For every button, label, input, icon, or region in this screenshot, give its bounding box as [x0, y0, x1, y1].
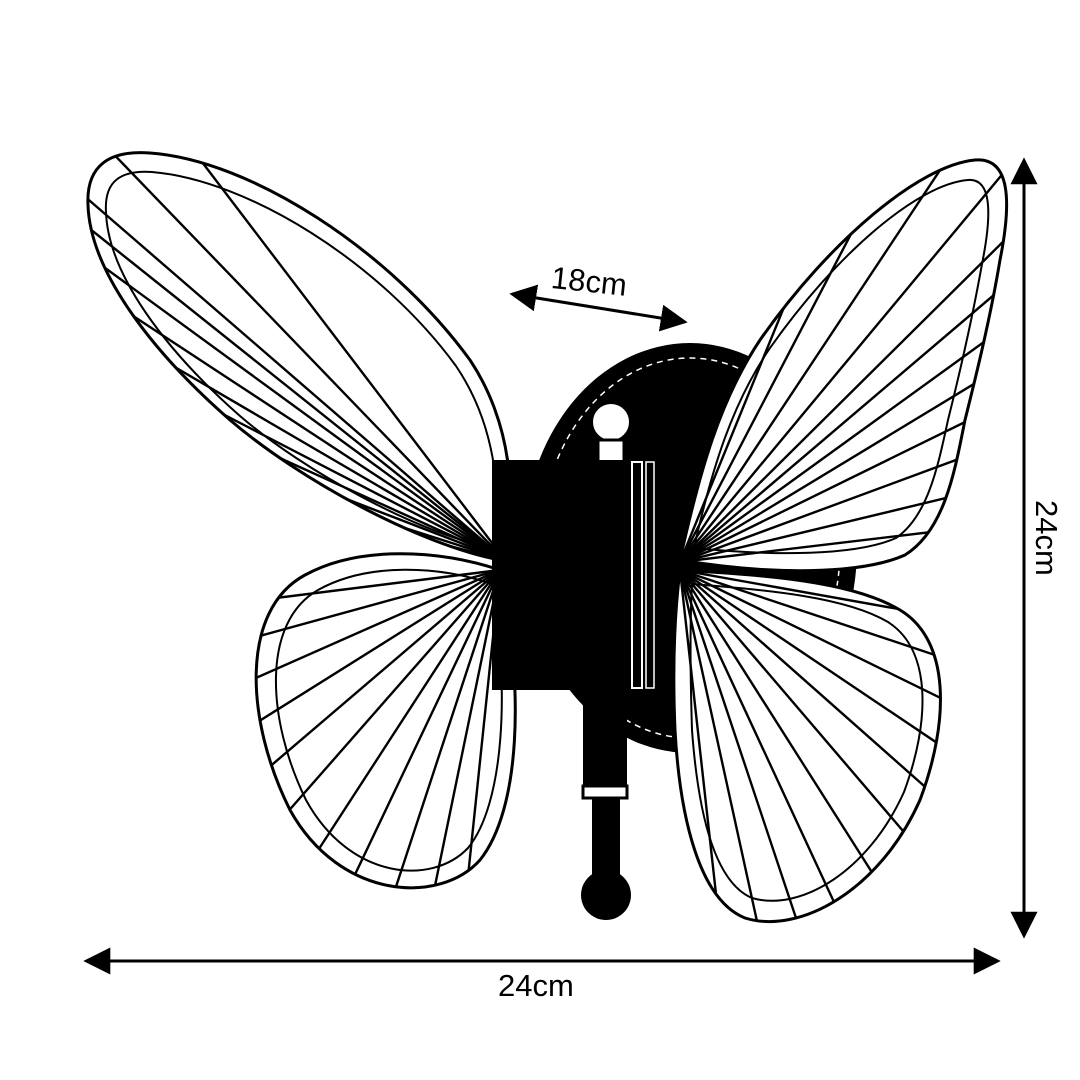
top-knob — [589, 400, 633, 444]
bottom-knob — [581, 870, 631, 920]
wing-upper-left — [86, 151, 512, 562]
wing-lower-left — [254, 552, 517, 890]
lamp-body — [492, 400, 658, 920]
depth-dimension-arrow — [509, 284, 688, 332]
depth-label: 18cm — [549, 260, 629, 303]
width-label: 24cm — [498, 968, 574, 1003]
arm-stem — [583, 688, 627, 788]
wing-upper-right — [678, 158, 1009, 573]
height-label: 24cm — [1029, 500, 1064, 576]
body-box — [492, 460, 658, 690]
wing-lower-right — [672, 568, 942, 924]
